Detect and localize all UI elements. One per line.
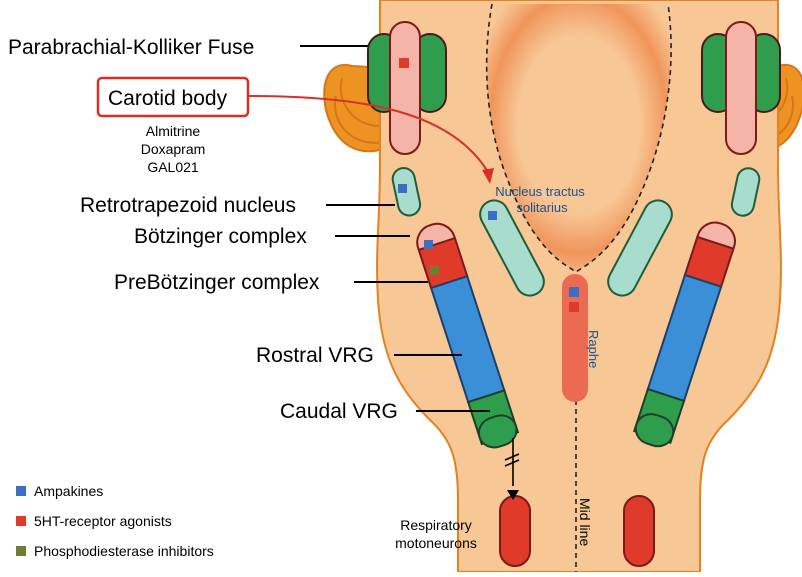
raphe-ampakine-marker xyxy=(569,287,579,297)
label-raphe: Raphe xyxy=(586,330,601,368)
prebotzinger-pde-marker xyxy=(430,266,439,275)
drug-almitrine: Almitrine xyxy=(146,123,201,139)
legend-swatch-ampakines xyxy=(16,486,26,496)
label-nts-line2: solitarius xyxy=(516,200,568,215)
rtn-ampakine-marker xyxy=(398,184,407,193)
legend: Ampakines 5HT-receptor agonists Phosphod… xyxy=(16,483,214,559)
label-nts-line1: Nucleus tractus xyxy=(495,184,585,199)
label-botzinger: Bötzinger complex xyxy=(134,225,307,248)
label-parabrachial: Parabrachial-Kolliker Fuse xyxy=(8,36,254,59)
label-rostral-vrg: Rostral VRG xyxy=(256,344,374,367)
legend-swatch-5ht xyxy=(16,516,26,526)
legend-label-pde: Phosphodiesterase inhibitors xyxy=(34,543,214,559)
nts-ampakine-marker xyxy=(488,211,497,220)
parabrachial-5ht-marker xyxy=(399,58,409,68)
label-retrotrapezoid: Retrotrapezoid nucleus xyxy=(80,194,296,217)
label-motoneurons-line2: motoneurons xyxy=(395,535,477,551)
label-motoneurons-line1: Respiratory xyxy=(400,517,472,533)
botzinger-ampakine-marker xyxy=(424,240,433,249)
motoneuron-right xyxy=(624,496,654,566)
drug-gal021: GAL021 xyxy=(147,159,199,175)
label-midline: Mid line xyxy=(577,498,593,546)
label-prebotzinger: PreBötzinger complex xyxy=(114,271,320,294)
motoneuron-left xyxy=(500,496,530,566)
legend-swatch-pde xyxy=(16,546,26,556)
legend-label-ampakines: Ampakines xyxy=(34,483,103,499)
label-caudal-vrg: Caudal VRG xyxy=(280,400,398,423)
legend-label-5ht: 5HT-receptor agonists xyxy=(34,513,172,529)
raphe-5ht-marker xyxy=(569,302,579,312)
label-carotid-body: Carotid body xyxy=(108,87,228,110)
drug-doxapram: Doxapram xyxy=(141,141,206,157)
prebotzinger-5ht-marker xyxy=(427,253,436,262)
